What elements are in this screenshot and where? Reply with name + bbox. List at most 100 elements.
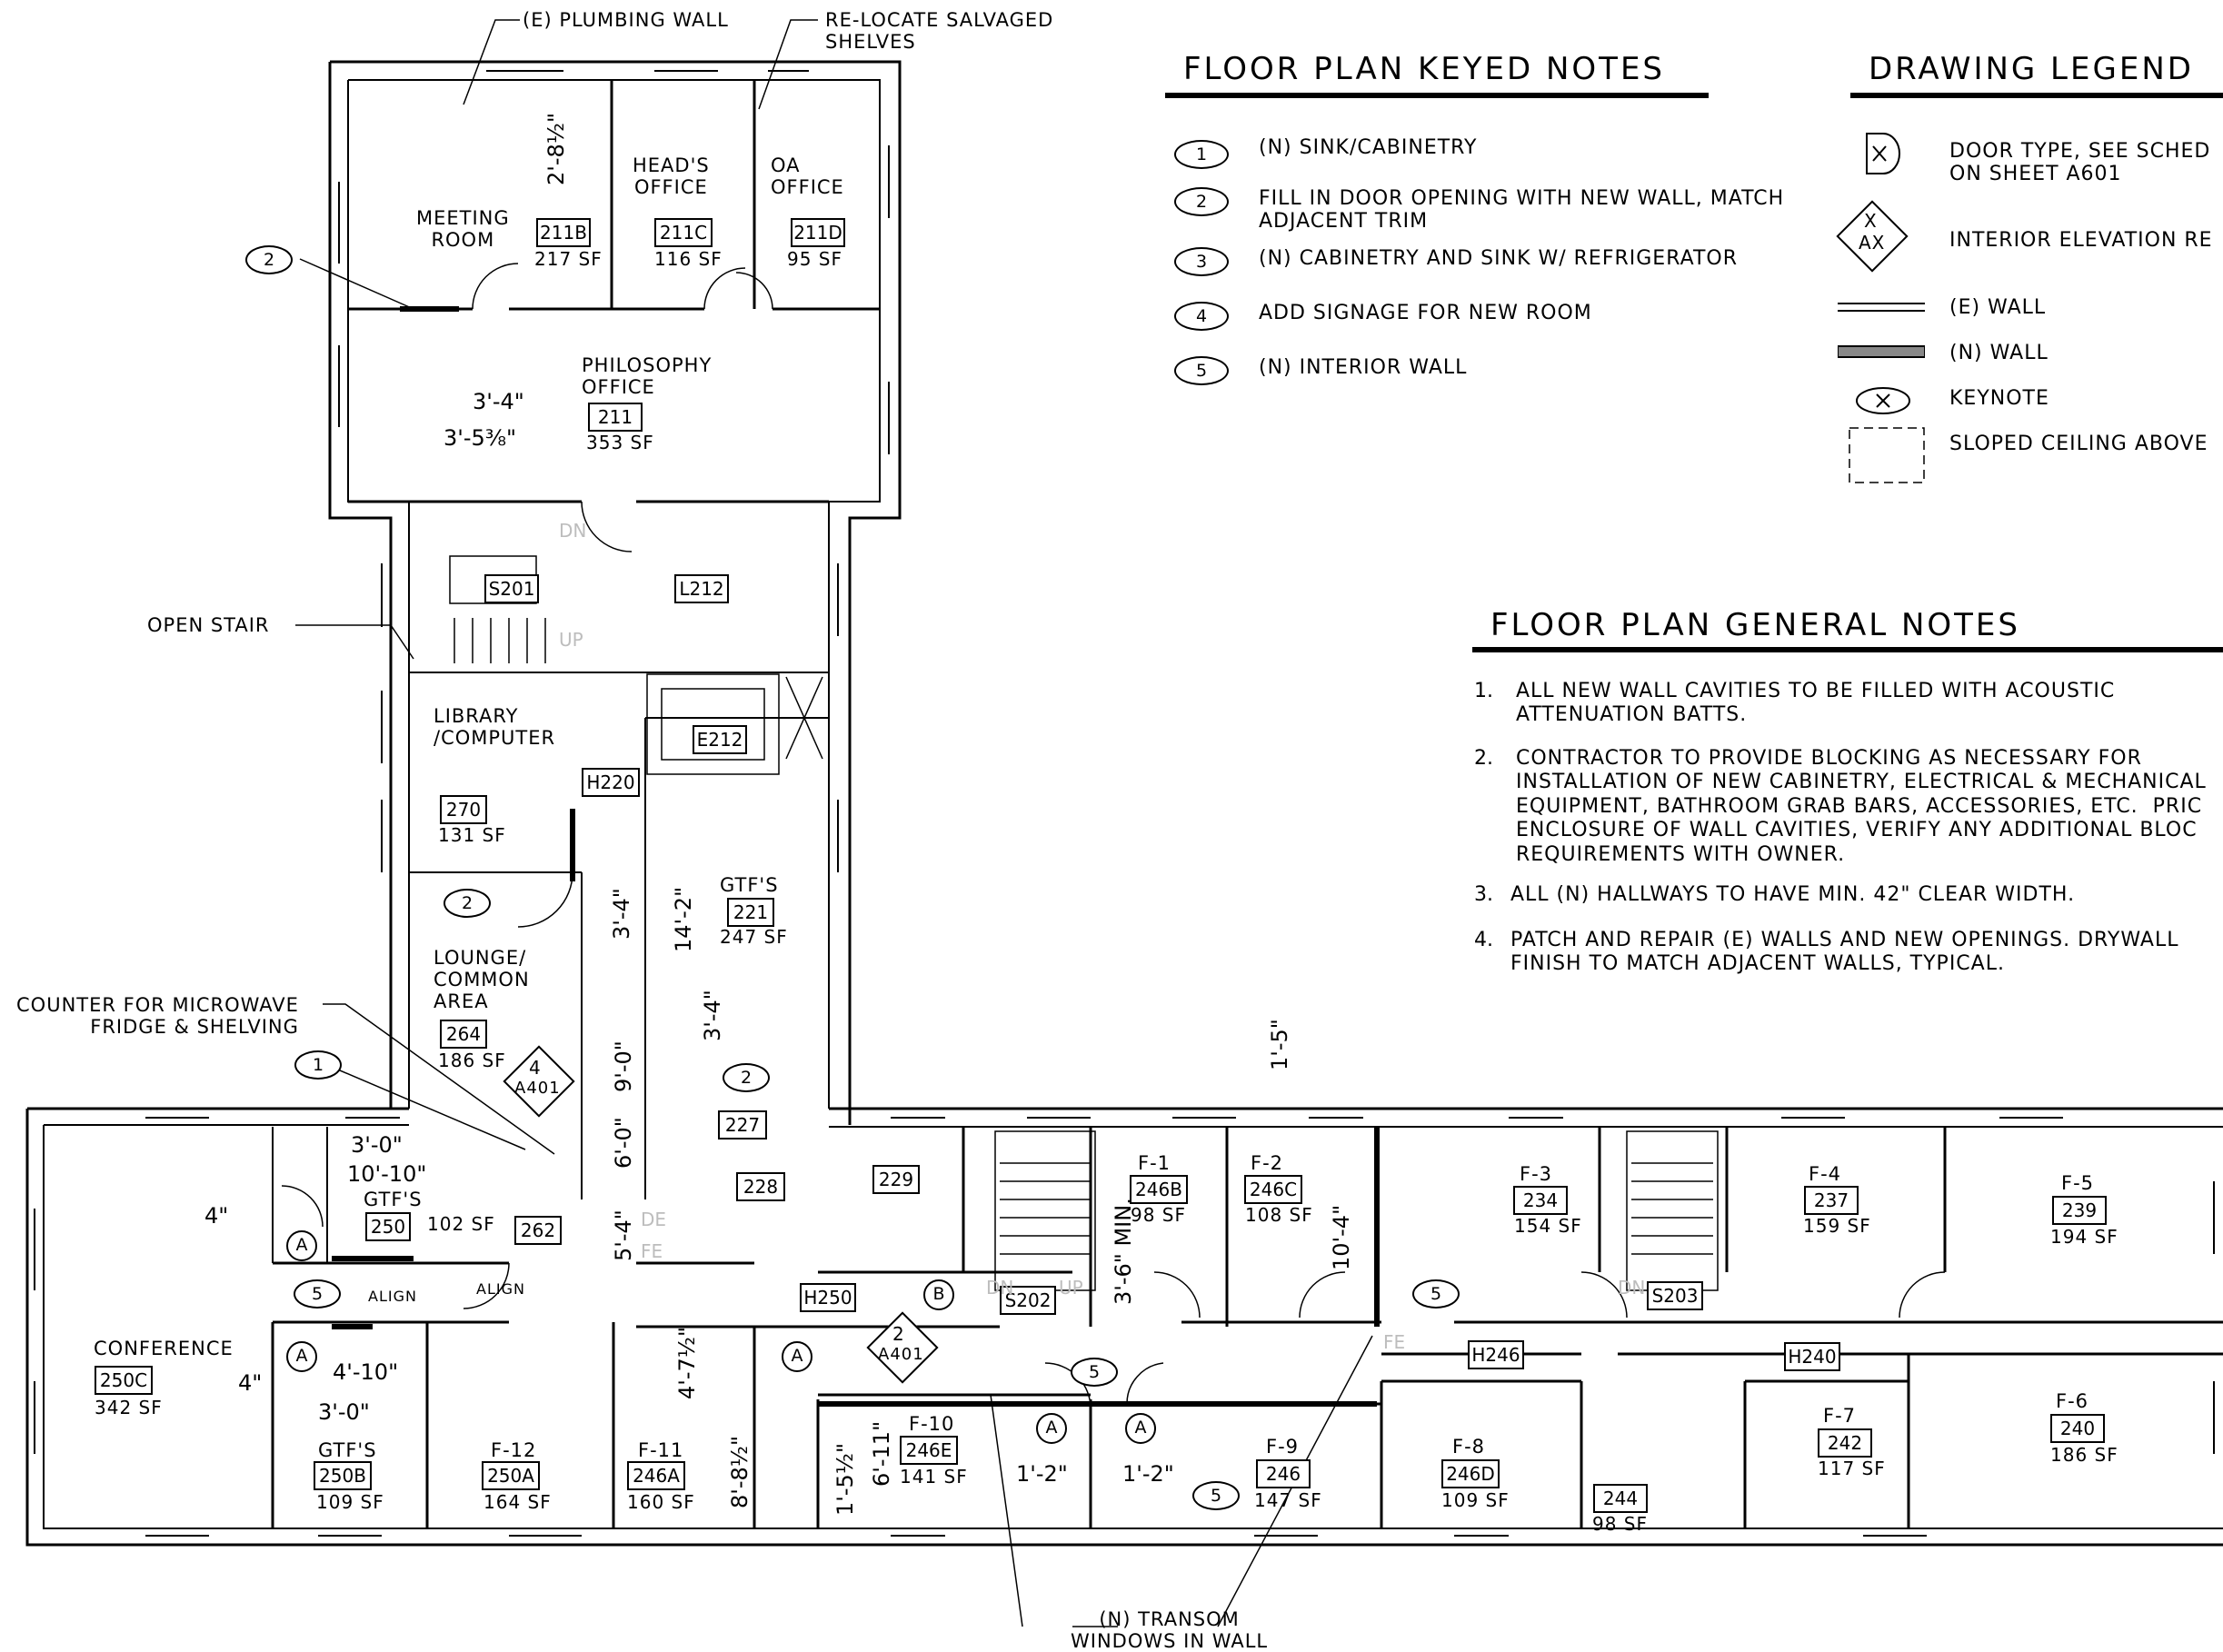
legend-text: INTERIOR ELEVATION RE bbox=[1949, 229, 2213, 252]
room-name: CONFERENCE bbox=[94, 1338, 234, 1359]
keynote-bubble: 2 bbox=[245, 245, 293, 274]
legend-text: DOOR TYPE, SEE SCHED ON SHEET A601 bbox=[1949, 140, 2211, 186]
dimension: 14'-2" bbox=[671, 886, 696, 952]
keyed-note-text: (N) CABINETRY AND SINK W/ REFRIGERATOR bbox=[1259, 247, 1738, 270]
room-name: F-1 bbox=[1138, 1152, 1171, 1174]
room-number: 250 bbox=[365, 1212, 411, 1241]
room-area: 116 SF bbox=[654, 248, 723, 270]
room-number: 211C bbox=[654, 218, 713, 247]
north-wing-wall bbox=[330, 60, 902, 1125]
keyed-note-number: 1 bbox=[1174, 140, 1229, 169]
keynote-bubble: 5 bbox=[1412, 1279, 1460, 1309]
room-number: 246B bbox=[1130, 1175, 1188, 1204]
dimension: 5'-4" bbox=[611, 1209, 636, 1261]
dimension: 10'-10" bbox=[347, 1161, 427, 1187]
room-name: F-2 bbox=[1251, 1152, 1284, 1174]
legend-symbol-label: AX bbox=[1859, 232, 1886, 254]
room-number: 270 bbox=[440, 795, 487, 824]
elevation-tag-number: 2 bbox=[892, 1323, 905, 1345]
keynote-bubble: 1 bbox=[294, 1050, 342, 1080]
elevation-tag-sheet: A401 bbox=[514, 1079, 561, 1098]
tag: H246 bbox=[1468, 1340, 1524, 1369]
room-area: 95 SF bbox=[787, 248, 843, 270]
north-wing-wall-inner bbox=[348, 79, 881, 1109]
room-area: 108 SF bbox=[1245, 1204, 1313, 1226]
room-number: 264 bbox=[440, 1020, 487, 1049]
room-area: 117 SF bbox=[1818, 1458, 1886, 1479]
keynote-bubble: 2 bbox=[723, 1063, 770, 1092]
align-note: ALIGN bbox=[368, 1288, 417, 1305]
stair-mark: DN bbox=[1618, 1277, 1646, 1299]
keynote-bubble: 5 bbox=[294, 1279, 341, 1309]
room-number: 244 bbox=[1593, 1484, 1648, 1513]
room-number: 211D bbox=[791, 218, 845, 247]
room-area: 194 SF bbox=[2050, 1226, 2118, 1248]
dimension: 1'-5½" bbox=[832, 1442, 858, 1516]
room-area: 186 SF bbox=[438, 1050, 506, 1071]
general-notes-rule bbox=[1472, 647, 2223, 652]
room-number: 246 bbox=[1256, 1459, 1311, 1488]
door-tag: A bbox=[286, 1230, 317, 1261]
dimension: 2'-8½" bbox=[543, 112, 569, 185]
room-area: 109 SF bbox=[1441, 1489, 1510, 1511]
dimension: 4" bbox=[238, 1370, 263, 1396]
keyed-note-number: 5 bbox=[1174, 356, 1229, 385]
door-tag: B bbox=[923, 1279, 954, 1310]
general-note-text: PATCH AND REPAIR (E) WALLS AND NEW OPENI… bbox=[1510, 929, 2179, 976]
room-name: GTF'S bbox=[720, 874, 779, 896]
room-number: 242 bbox=[1818, 1428, 1872, 1458]
dimension: 1'-2" bbox=[1122, 1461, 1174, 1487]
legend-text: KEYNOTE bbox=[1949, 387, 2049, 410]
room-area: 109 SF bbox=[316, 1491, 384, 1513]
room-number: 250C bbox=[95, 1366, 153, 1395]
general-note-text: ALL NEW WALL CAVITIES TO BE FILLED WITH … bbox=[1516, 680, 2116, 727]
stair-mark: UP bbox=[559, 629, 583, 651]
general-note-number: 1. bbox=[1474, 680, 1493, 702]
room-name: F-11 bbox=[638, 1439, 684, 1461]
room-name: MEETING ROOM bbox=[416, 207, 510, 252]
tag: S202 bbox=[1000, 1286, 1056, 1315]
north-wing-west-wall-inner bbox=[347, 80, 410, 1109]
room-name: PHILOSOPHY OFFICE bbox=[582, 354, 713, 399]
tag: S203 bbox=[1647, 1281, 1703, 1310]
room-name: GTF'S bbox=[318, 1439, 377, 1461]
room-number: 240 bbox=[2050, 1414, 2105, 1443]
legend-text: (E) WALL bbox=[1949, 296, 2047, 319]
room-area: 353 SF bbox=[586, 432, 654, 453]
room-name: LIBRARY /COMPUTER bbox=[434, 705, 556, 750]
room-number: 221 bbox=[727, 898, 774, 927]
general-note-number: 3. bbox=[1474, 883, 1493, 906]
general-notes-title: FLOOR PLAN GENERAL NOTES bbox=[1490, 607, 2020, 643]
dimension: 4'-7½" bbox=[674, 1326, 700, 1399]
room-name: F-10 bbox=[909, 1413, 955, 1435]
tag: 227 bbox=[718, 1110, 767, 1139]
room-number: 239 bbox=[2052, 1196, 2107, 1225]
room-name: F-12 bbox=[491, 1439, 537, 1461]
room-name: LOUNGE/ COMMON AREA bbox=[434, 947, 530, 1013]
tag: H240 bbox=[1784, 1342, 1840, 1371]
room-number: 250A bbox=[482, 1461, 540, 1490]
callout-transom: (N) TRANSOM WINDOWS IN WALL bbox=[1071, 1608, 1269, 1652]
tag: S201 bbox=[484, 574, 539, 603]
dimension: 10'-4" bbox=[1329, 1204, 1354, 1270]
room-area: 147 SF bbox=[1254, 1489, 1322, 1511]
general-note-number: 4. bbox=[1474, 929, 1493, 951]
room-name: F-9 bbox=[1266, 1436, 1300, 1458]
room-number: 250B bbox=[314, 1461, 372, 1490]
tag: E212 bbox=[693, 725, 747, 754]
south-wall bbox=[25, 1109, 2223, 1547]
callout-relocate-shelves: RE-LOCATE SALVAGED SHELVES bbox=[825, 9, 1054, 54]
door-tag: A bbox=[782, 1341, 812, 1372]
room-number: 211 bbox=[588, 403, 643, 432]
dimension: 4" bbox=[204, 1203, 229, 1229]
keynote-symbol bbox=[1856, 387, 1910, 414]
room-area: 141 SF bbox=[900, 1466, 968, 1488]
keyed-note-text: (N) INTERIOR WALL bbox=[1259, 356, 1468, 379]
stair-mark: FE bbox=[641, 1240, 663, 1262]
room-area: 217 SF bbox=[534, 248, 603, 270]
callout-open-stair: OPEN STAIR bbox=[147, 614, 270, 636]
room-area: 102 SF bbox=[427, 1213, 495, 1235]
existing-wall-symbol bbox=[1838, 303, 1925, 312]
room-area: 247 SF bbox=[720, 926, 788, 948]
